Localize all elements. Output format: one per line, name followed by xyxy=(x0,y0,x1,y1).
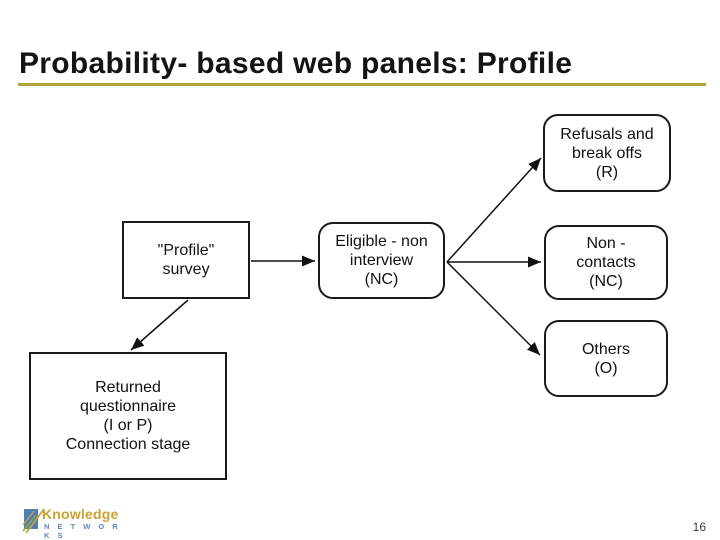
refusals-break-offs-box: Refusals and break offs (R) xyxy=(543,114,671,192)
page-number: 16 xyxy=(692,520,706,534)
slide-title: Probability- based web panels: Profile xyxy=(19,47,573,80)
others-box: Others (O) xyxy=(544,320,668,397)
logo-subname-text: N E T W O R K S xyxy=(44,522,121,540)
non-contacts-box: Non - contacts (NC) xyxy=(544,225,668,300)
returned-questionnaire-box: Returned questionnaire (I or P) Connecti… xyxy=(29,352,227,480)
title-underline xyxy=(18,83,706,86)
logo-hatched-square-icon xyxy=(23,508,45,534)
logo-name-text: Knowledge xyxy=(42,506,119,522)
arrow-eligible-to-others xyxy=(446,261,541,356)
arrow-profile-to-returned xyxy=(130,299,189,351)
profile-survey-box: "Profile" survey xyxy=(122,221,250,299)
knowledge-networks-logo: Knowledge N E T W O R K S xyxy=(23,502,133,540)
eligible-non-interview-box: Eligible - non interview (NC) xyxy=(318,222,445,299)
arrow-eligible-to-refusals xyxy=(446,157,542,263)
